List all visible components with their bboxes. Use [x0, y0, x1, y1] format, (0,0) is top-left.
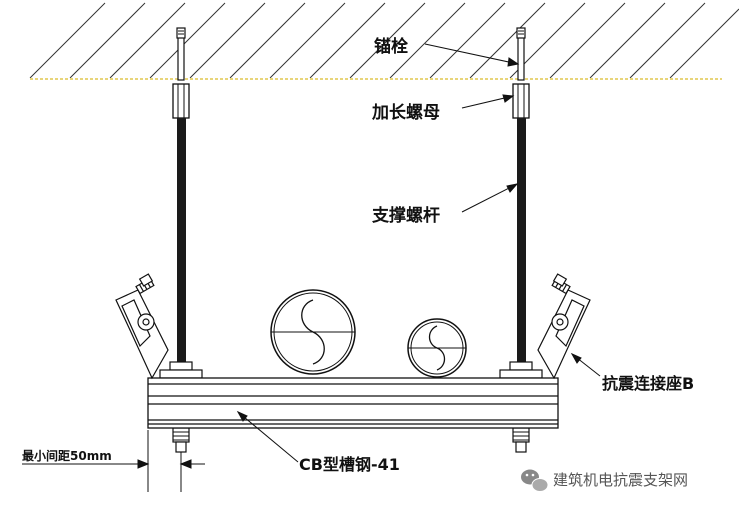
left-long-nut [172, 83, 190, 119]
large-pipe [270, 289, 356, 375]
left-support-rod [177, 118, 186, 366]
left-anchor-bolt [177, 35, 185, 81]
label-min-spacing: 最小间距50mm [22, 448, 112, 463]
min-spacing-dimension [22, 430, 205, 492]
right-anchor-bolt [517, 35, 525, 81]
label-channel-steel: CB型槽钢-41 [299, 455, 400, 474]
right-hanger [499, 27, 543, 453]
label-long-nut: 加长螺母 [371, 102, 440, 123]
label-seismic-seat: 抗震连接座B [602, 374, 694, 393]
right-long-nut [512, 83, 530, 119]
small-pipe [407, 318, 467, 378]
wechat-icon [521, 469, 549, 492]
label-anchor-bolt: 锚栓 [374, 36, 408, 57]
channel-steel [147, 377, 559, 429]
watermark-text: 建筑机电抗震支架网 [553, 471, 688, 489]
ceiling-hatch [29, 2, 739, 79]
watermark: 建筑机电抗震支架网 [521, 469, 688, 492]
right-support-rod [517, 118, 526, 366]
label-support-rod: 支撑螺杆 [372, 205, 440, 226]
left-hanger [159, 27, 203, 453]
left-seismic-seat [115, 273, 169, 380]
right-seismic-seat [537, 273, 591, 380]
leader-lines [236, 43, 601, 463]
